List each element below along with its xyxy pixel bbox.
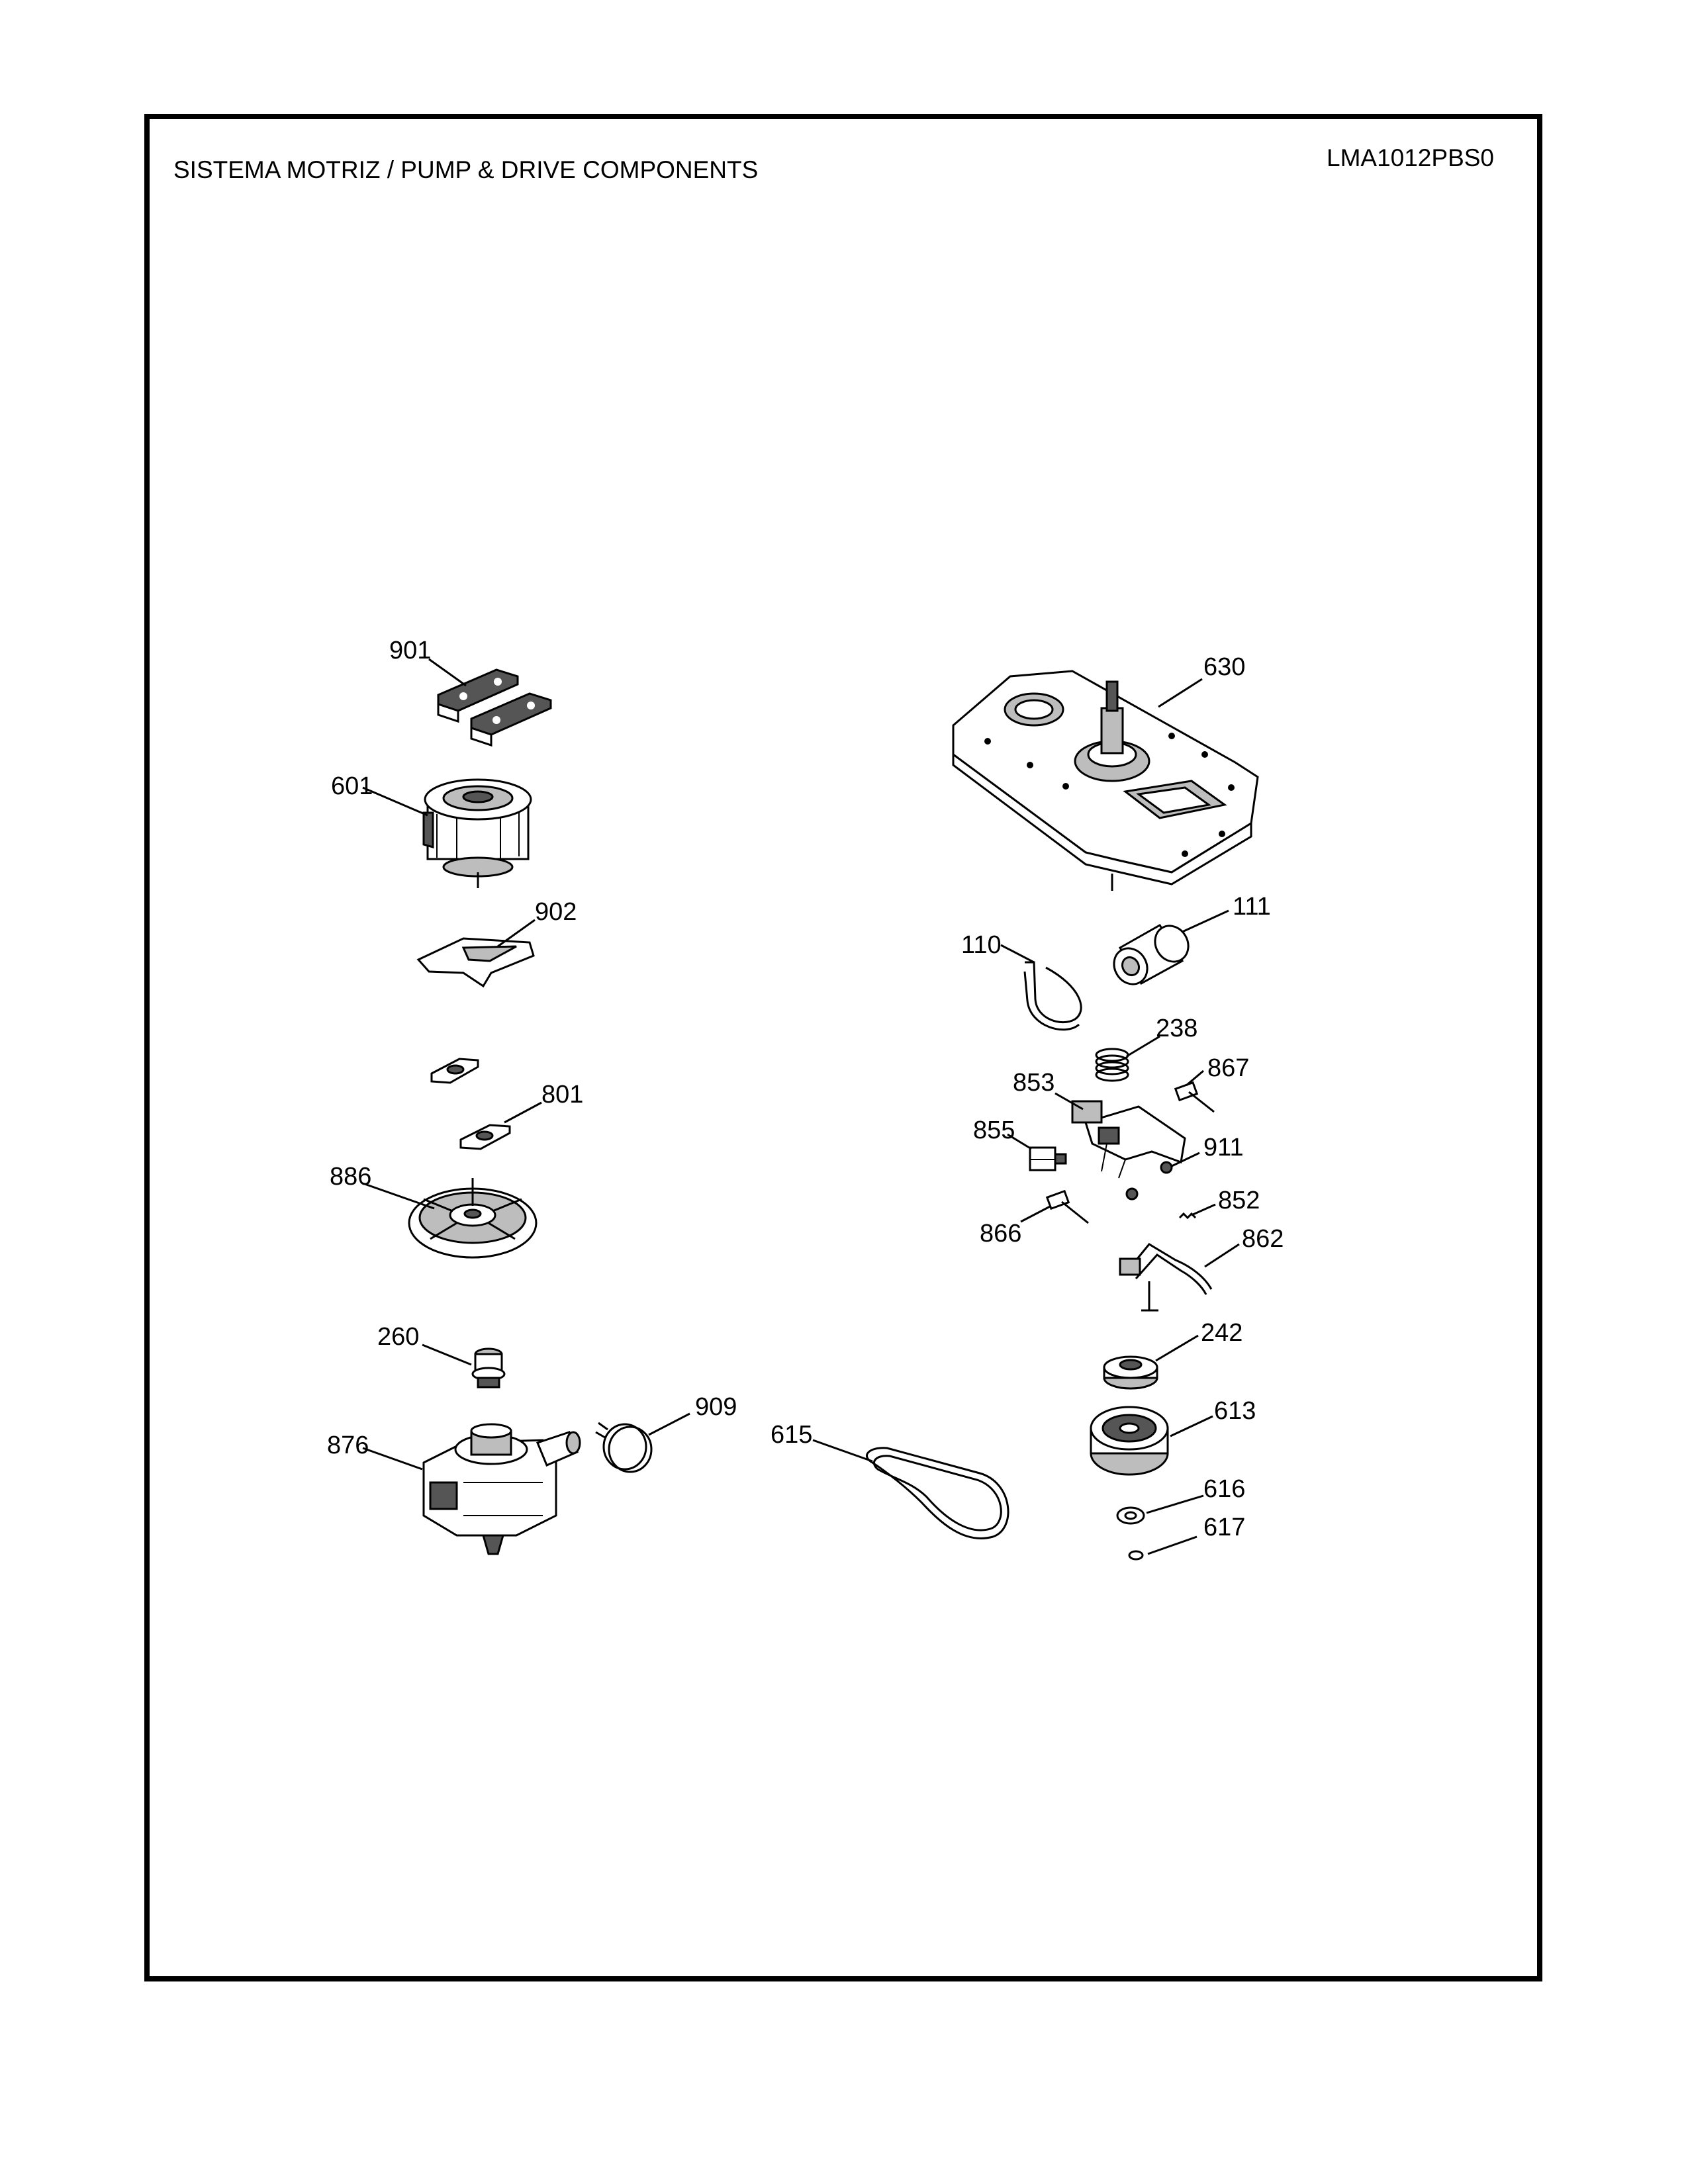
- leader-111: [1182, 909, 1229, 933]
- callout-902: 902: [535, 898, 577, 926]
- leader-613: [1170, 1415, 1213, 1437]
- callout-911: 911: [1203, 1134, 1244, 1161]
- part-867-switch: [1174, 1081, 1215, 1113]
- callout-852: 852: [1218, 1187, 1260, 1214]
- callout-855: 855: [973, 1116, 1015, 1144]
- part-866-switch: [1045, 1189, 1089, 1224]
- callout-909: 909: [695, 1393, 737, 1421]
- leader-238: [1126, 1035, 1160, 1058]
- part-615-belt: [866, 1447, 1009, 1539]
- callout-111: 111: [1233, 893, 1271, 921]
- callout-615: 615: [771, 1421, 812, 1449]
- callout-866: 866: [980, 1220, 1021, 1248]
- part-911-screw: [1125, 1161, 1173, 1201]
- callout-867: 867: [1207, 1054, 1249, 1082]
- leader-855: [1007, 1133, 1032, 1150]
- leader-909: [648, 1412, 690, 1436]
- callout-613: 613: [1214, 1397, 1256, 1425]
- callout-901: 901: [389, 637, 431, 664]
- part-876-drain-pump: [422, 1423, 581, 1555]
- leader-866: [1020, 1205, 1052, 1223]
- part-260-plug: [471, 1347, 506, 1388]
- callout-853: 853: [1013, 1069, 1055, 1097]
- callout-616: 616: [1203, 1475, 1245, 1503]
- part-111-sleeve: [1113, 923, 1190, 985]
- leader-853: [1055, 1092, 1084, 1111]
- part-886-fan-pulley: [408, 1178, 538, 1259]
- part-238-spring: [1095, 1048, 1129, 1082]
- leader-876: [362, 1447, 423, 1471]
- callout-617: 617: [1203, 1514, 1245, 1541]
- leader-867: [1186, 1069, 1204, 1087]
- part-630-transmission-plate: [952, 670, 1259, 891]
- leader-801: [504, 1101, 542, 1124]
- leader-110: [1000, 944, 1035, 964]
- part-613-drive-pulley: [1090, 1406, 1169, 1476]
- leader-886: [362, 1182, 435, 1210]
- callout-238: 238: [1156, 1015, 1197, 1042]
- callout-862: 862: [1242, 1225, 1284, 1253]
- leader-242: [1155, 1334, 1199, 1362]
- part-902-bracket: [416, 937, 535, 988]
- part-601-motor: [422, 778, 532, 888]
- callout-886: 886: [330, 1163, 371, 1191]
- leader-630: [1158, 678, 1203, 708]
- leader-615: [812, 1439, 873, 1463]
- part-110-strap: [1023, 961, 1082, 1031]
- page-title: SISTEMA MOTRIZ / PUMP & DRIVE COMPONENTS: [173, 156, 759, 183]
- part-909-hose-clamp: [595, 1422, 653, 1473]
- part-801-pads: [430, 1058, 511, 1150]
- part-617-retaining-ring: [1128, 1550, 1144, 1561]
- part-901-motor-mounts: [437, 668, 552, 747]
- leader-911: [1171, 1152, 1200, 1167]
- leader-901: [428, 658, 467, 687]
- callout-876: 876: [327, 1432, 369, 1459]
- part-853-shift-actuator: [1071, 1100, 1186, 1179]
- leader-617: [1147, 1535, 1197, 1555]
- part-862-shift-fork: [1119, 1243, 1213, 1312]
- leader-862: [1204, 1243, 1240, 1268]
- leader-852: [1191, 1203, 1216, 1216]
- leader-260: [422, 1343, 472, 1366]
- model-number: LMA1012PBS0: [1327, 144, 1495, 171]
- callout-110: 110: [961, 931, 1002, 959]
- diagram-border: [144, 114, 1542, 1981]
- callout-260: 260: [377, 1323, 419, 1351]
- part-242-gear: [1103, 1355, 1158, 1390]
- leader-601: [362, 786, 428, 817]
- callout-242: 242: [1201, 1319, 1243, 1347]
- leader-902: [497, 919, 536, 948]
- part-616-washer: [1116, 1506, 1145, 1525]
- leader-616: [1146, 1494, 1204, 1514]
- callout-630: 630: [1203, 653, 1245, 681]
- callout-601: 601: [331, 772, 373, 800]
- part-855-solenoid: [1029, 1146, 1067, 1171]
- callout-801: 801: [541, 1081, 583, 1109]
